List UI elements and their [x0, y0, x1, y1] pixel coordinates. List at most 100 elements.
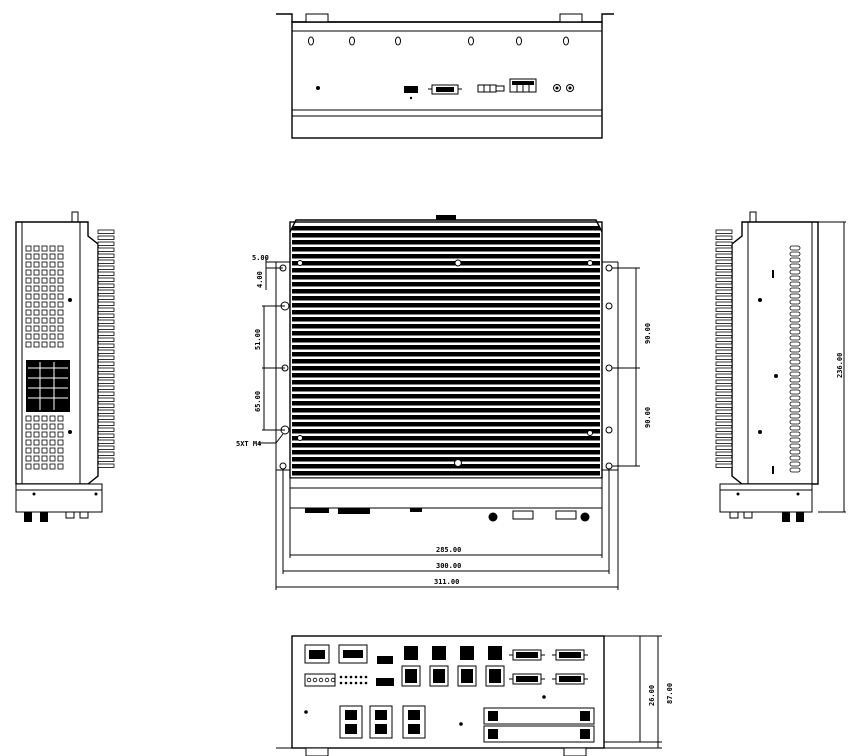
- side-fin: [97, 439, 115, 444]
- heatsink-fin: [292, 359, 600, 364]
- side-fin: [97, 427, 115, 432]
- vent-slot: [789, 299, 801, 305]
- side-fin: [97, 295, 115, 300]
- heatsink-fin: [292, 436, 600, 441]
- vent-slot: [57, 447, 64, 454]
- front-view-ports: [305, 508, 590, 522]
- heatsink-fin: [292, 450, 600, 455]
- side-fin: [715, 457, 733, 462]
- side-fin: [97, 265, 115, 270]
- side-fin: [715, 313, 733, 318]
- side-fin: [715, 379, 733, 384]
- side-fin: [97, 241, 115, 246]
- vent-slot: [25, 293, 32, 300]
- vent-slot: [789, 419, 801, 425]
- left-label-grid: [28, 362, 68, 410]
- side-fin: [715, 343, 733, 348]
- terminal-pin: [349, 681, 353, 685]
- vent-slot: [41, 293, 48, 300]
- side-fin: [97, 343, 115, 348]
- lan-port: [432, 646, 446, 660]
- vent-slot: [25, 309, 32, 316]
- vent-slot: [789, 449, 801, 455]
- vent-slot: [57, 317, 64, 324]
- vent-slot: [25, 423, 32, 430]
- vent-slot: [789, 251, 801, 257]
- terminal-pin: [359, 681, 363, 685]
- heatsink-fin: [292, 303, 600, 308]
- heatsink-fin: [292, 338, 600, 343]
- heatsink-fin: [292, 401, 600, 406]
- terminal-pin: [359, 675, 363, 679]
- side-fin: [97, 235, 115, 240]
- side-fin: [97, 379, 115, 384]
- vent-slot: [33, 309, 40, 316]
- side-fin: [97, 409, 115, 414]
- vent-slot: [41, 261, 48, 268]
- terminal-pin: [318, 677, 324, 683]
- vent-slot: [49, 423, 56, 430]
- side-fin: [97, 367, 115, 372]
- vent-slot: [789, 467, 801, 473]
- vent-slot: [57, 309, 64, 316]
- side-fin: [97, 319, 115, 324]
- side-fin: [715, 463, 733, 468]
- vent-slot: [41, 325, 48, 332]
- vent-slot: [33, 253, 40, 260]
- dim-right-b: 90.00: [644, 407, 652, 428]
- side-fin: [715, 295, 733, 300]
- vent-slot: [789, 287, 801, 293]
- heatsink-fin: [292, 240, 600, 245]
- vent-slot: [25, 439, 32, 446]
- vent-slot: [789, 335, 801, 341]
- vent-slot: [57, 463, 64, 470]
- callout-screw: 5XT M4: [236, 440, 261, 448]
- side-fin: [715, 289, 733, 294]
- side-fin: [97, 313, 115, 318]
- side-fin: [97, 325, 115, 330]
- side-fin: [97, 259, 115, 264]
- rear-terminal-block: [306, 675, 368, 685]
- front-view-holes: [279, 259, 613, 470]
- vent-slot: [33, 431, 40, 438]
- vent-slot: [789, 425, 801, 431]
- terminal-pin: [354, 681, 358, 685]
- vent-slot: [25, 325, 32, 332]
- vent-slot: [789, 347, 801, 353]
- vent-slot: [57, 341, 64, 348]
- rear-serial-ports: [509, 649, 588, 685]
- dim-side-height: 236.00: [836, 353, 844, 378]
- side-fin: [97, 253, 115, 258]
- vent-slot: [57, 431, 64, 438]
- heatsink-fin: [292, 254, 600, 259]
- side-fin: [715, 361, 733, 366]
- side-fin: [715, 349, 733, 354]
- side-fin: [715, 415, 733, 420]
- vent-slot: [789, 455, 801, 461]
- vent-slot: [789, 281, 801, 287]
- side-fin: [97, 451, 115, 456]
- side-fin: [715, 229, 733, 234]
- vent-slot: [789, 413, 801, 419]
- heatsink-fin: [292, 471, 600, 476]
- vent-slot: [49, 447, 56, 454]
- vent-slot: [41, 245, 48, 252]
- side-fin: [715, 325, 733, 330]
- right-side-view: 236.00: [715, 211, 846, 522]
- vent-slot: [49, 277, 56, 284]
- heatsink-fin: [292, 457, 600, 462]
- vent-slot: [789, 395, 801, 401]
- side-fin: [97, 397, 115, 402]
- heatsink-fin: [292, 268, 600, 273]
- vent-slot: [789, 257, 801, 263]
- side-fin: [97, 457, 115, 462]
- lan-port: [405, 669, 417, 683]
- dim-rear-b: 87.00: [666, 683, 674, 704]
- front-dimensions: 285.00 300.00 311.00 5.00 4.00 51.00 65.…: [236, 254, 652, 590]
- vent-slot: [49, 261, 56, 268]
- side-fin: [715, 367, 733, 372]
- side-fin: [715, 241, 733, 246]
- vent-slot: [33, 341, 40, 348]
- vent-slot: [33, 415, 40, 422]
- dim-width-inner: 285.00: [436, 546, 461, 554]
